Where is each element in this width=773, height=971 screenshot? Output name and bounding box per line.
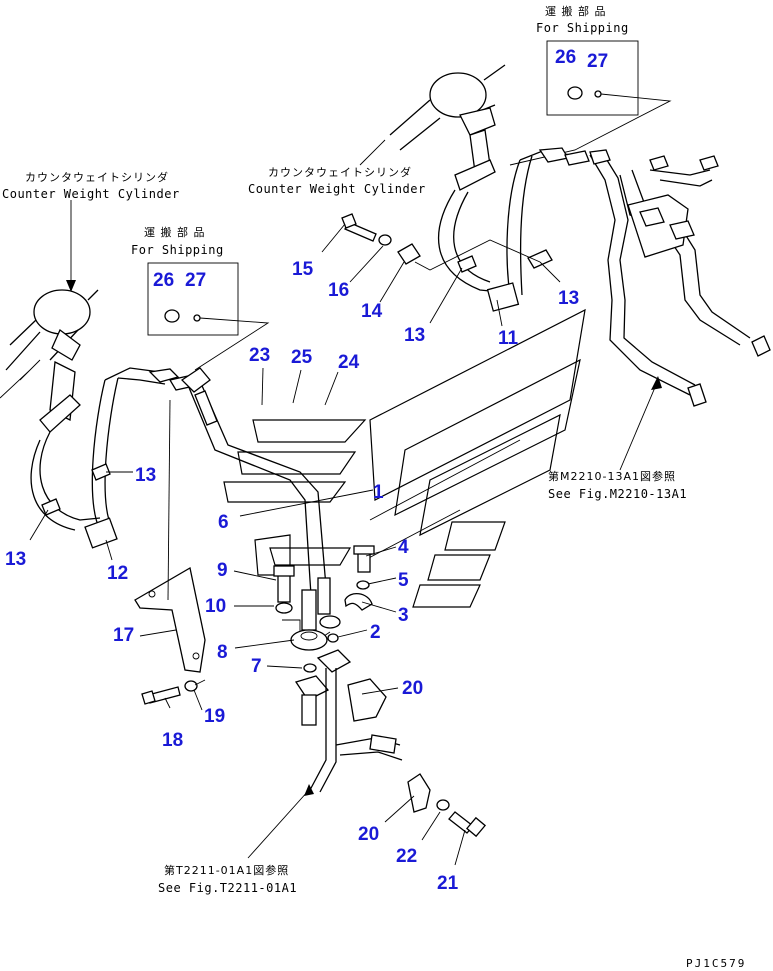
callout-11: 11 [498, 328, 519, 349]
callout-15: 15 [292, 259, 314, 280]
callout-4: 4 [398, 537, 409, 558]
washer-icon [594, 90, 602, 98]
left-hose-assembly [30, 367, 196, 549]
mount-assembly [273, 565, 341, 651]
callout-22: 22 [396, 846, 417, 867]
callout-21: 21 [437, 873, 459, 894]
cylinder-en-label: Counter Weight Cylinder [248, 182, 426, 196]
bracket-17 [134, 399, 206, 673]
parts-14-16 [341, 213, 541, 271]
shipping-group-left: 運 搬 部 品 For Shipping [131, 225, 270, 371]
callout-19: 19 [204, 706, 225, 727]
callout-23: 23 [249, 345, 270, 366]
reference-jp-label: 第M2210-13A1図参照 [548, 469, 676, 483]
callout-14: 14 [361, 301, 383, 322]
callout-20: 20 [402, 678, 423, 699]
callout-5: 5 [398, 570, 409, 591]
shipping-jp-label: 運 搬 部 品 [545, 4, 607, 18]
callout-12: 12 [107, 563, 128, 584]
cylinder-jp-label: カウンタウェイトシリンダ [268, 165, 412, 179]
lower-pipe-assembly [294, 649, 487, 838]
reference-leader [619, 384, 657, 471]
shipping-en-label: For Shipping [536, 21, 629, 35]
clamp-icon [41, 498, 61, 516]
shipping-box [546, 40, 639, 116]
shipping-box [147, 262, 239, 336]
bolt-18 [141, 679, 206, 705]
callout-1: 1 [373, 482, 384, 503]
leader-line [509, 93, 672, 166]
reference-en-label: See Fig.M2210-13A1 [548, 487, 687, 501]
callout-13: 13 [5, 549, 26, 570]
shipping-group-top-right: 運 搬 部 品 For Shipping [509, 4, 672, 166]
reference-leader [247, 789, 310, 859]
counterweight-outline [223, 308, 586, 608]
pipe-assembly [180, 367, 331, 615]
arrow-head-icon [66, 280, 76, 292]
cylinder-jp-label: カウンタウェイトシリンダ [25, 170, 169, 184]
callout-leaders [29, 223, 561, 866]
clamp-icon [457, 255, 477, 273]
callout-20: 20 [358, 824, 379, 845]
reference-jp-label: 第T2211-01A1図参照 [164, 863, 289, 877]
arrow-head-icon [304, 784, 314, 796]
nut-icon [567, 86, 583, 100]
leader-line [194, 317, 270, 371]
shipping-jp-label: 運 搬 部 品 [144, 225, 206, 239]
callout-17: 17 [113, 625, 134, 646]
callout-13: 13 [558, 288, 579, 309]
right-pipe-assembly [589, 149, 771, 407]
callout-24: 24 [338, 352, 360, 373]
callout-27: 27 [587, 51, 608, 72]
callout-9: 9 [217, 560, 228, 581]
callout-16: 16 [328, 280, 349, 301]
right-cylinder [359, 64, 506, 191]
callout-25: 25 [291, 347, 313, 368]
callout-3: 3 [398, 605, 409, 626]
reference-en-label: See Fig.T2211-01A1 [158, 881, 297, 895]
callout-13: 13 [135, 465, 156, 486]
callout-10: 10 [205, 596, 226, 617]
left-cylinder [0, 289, 99, 433]
callout-18: 18 [162, 730, 183, 751]
callout-2: 2 [370, 622, 381, 643]
clamp-icon [91, 463, 111, 481]
right-hose-assembly [437, 147, 590, 312]
callout-7: 7 [251, 656, 262, 677]
callout-27: 27 [185, 270, 206, 291]
callout-6: 6 [218, 512, 229, 533]
parts-2-5 [327, 545, 375, 643]
callout-13: 13 [404, 325, 425, 346]
clamp-icon [527, 249, 553, 269]
page-code: PJ1C579 [686, 957, 746, 970]
arrow-head-icon [651, 376, 662, 390]
callout-8: 8 [217, 642, 228, 663]
washer-icon [193, 314, 201, 322]
shipping-en-label: For Shipping [131, 243, 224, 257]
cylinder-en-label: Counter Weight Cylinder [2, 187, 180, 201]
callout-26: 26 [555, 47, 576, 68]
nut-icon [164, 309, 180, 323]
callout-26: 26 [153, 270, 174, 291]
